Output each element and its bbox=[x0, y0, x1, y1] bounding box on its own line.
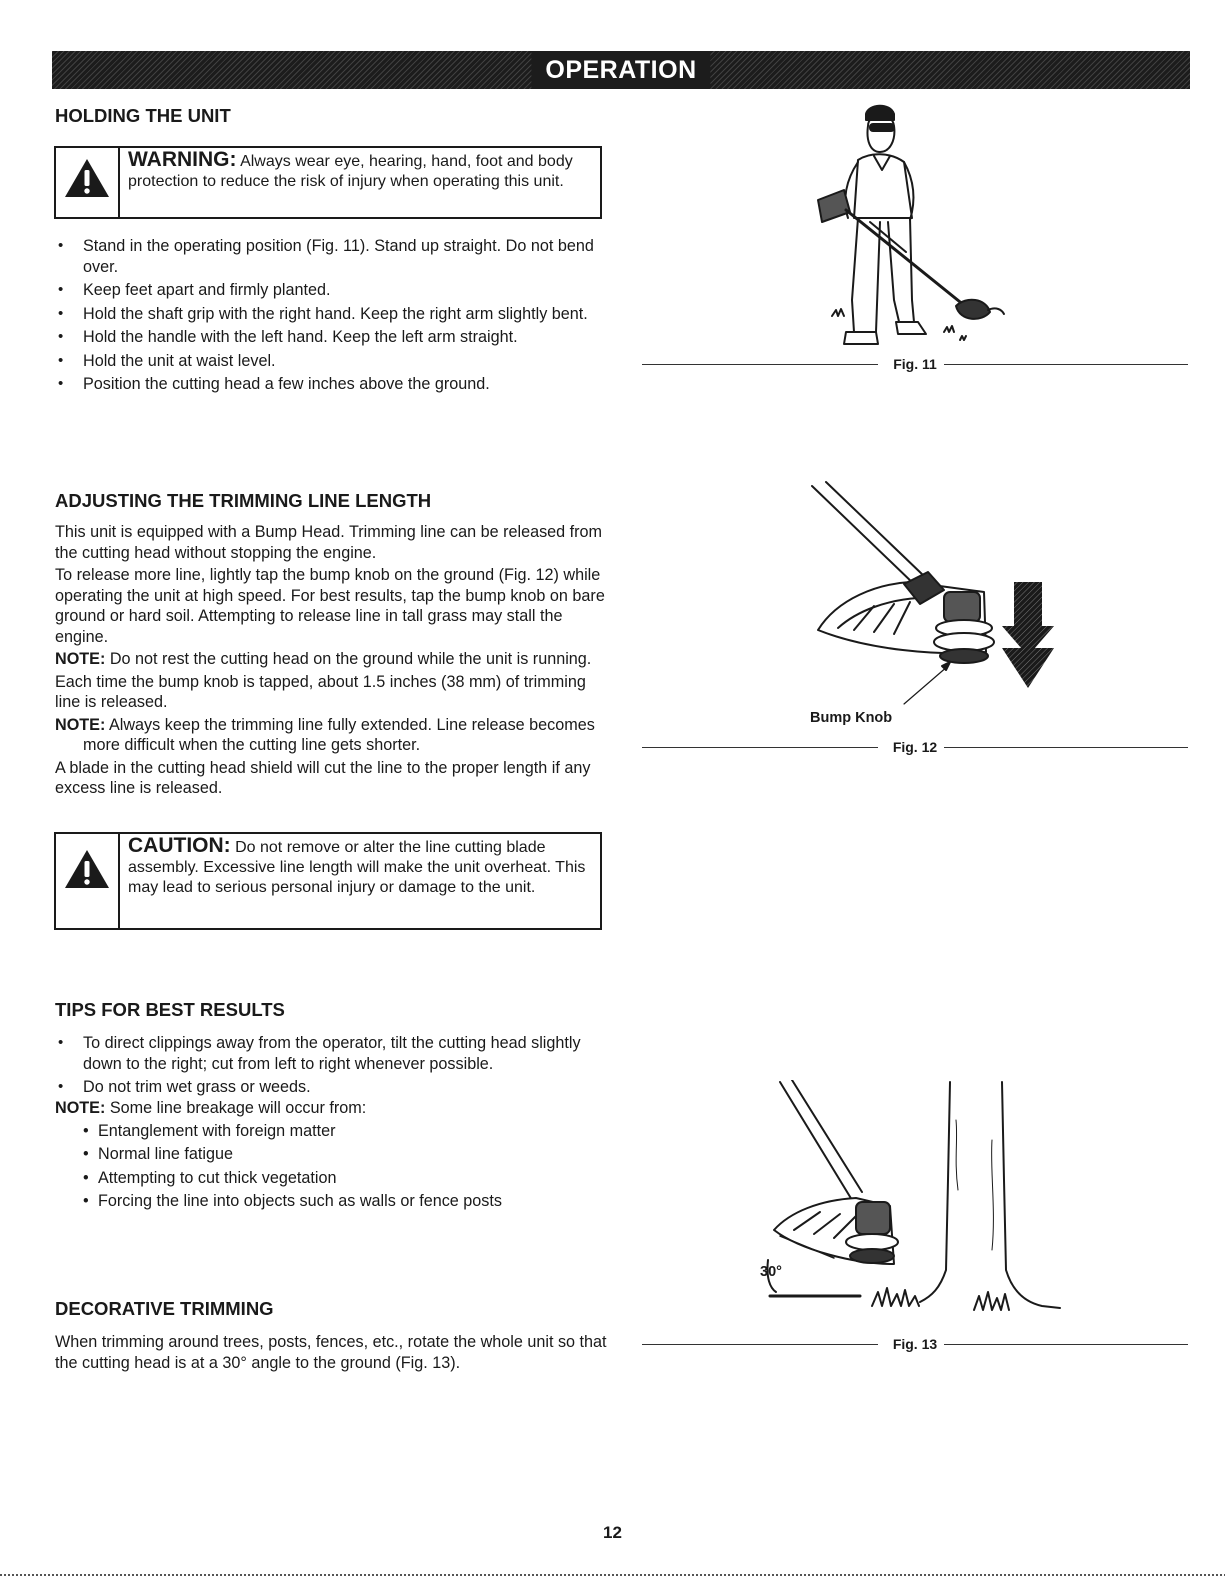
paragraph: When trimming around trees, posts, fence… bbox=[55, 1333, 607, 1372]
tips-sub-list: Entanglement with foreign matter Normal … bbox=[55, 1121, 615, 1212]
list-item: Entanglement with foreign matter bbox=[55, 1121, 615, 1142]
caution-box: CAUTION: Do not remove or alter the line… bbox=[54, 832, 602, 930]
warning-label: WARNING: bbox=[128, 148, 237, 171]
caution-triangle-icon bbox=[56, 834, 120, 928]
warning-box: WARNING: Always wear eye, hearing, hand,… bbox=[54, 146, 602, 219]
warning-message: Always wear eye, hearing, hand, foot and… bbox=[128, 153, 573, 190]
list-item: Hold the handle with the left hand. Keep… bbox=[55, 327, 615, 348]
fig-12-caption-row: Fig. 12 bbox=[642, 737, 1188, 757]
note-paragraph: NOTE: Some line breakage will occur from… bbox=[55, 1098, 615, 1119]
note-text: Some line breakage will occur from: bbox=[105, 1099, 367, 1117]
list-item: Attempting to cut thick vegetation bbox=[55, 1168, 615, 1189]
list-item: Position the cutting head a few inches a… bbox=[55, 374, 615, 395]
note-label: NOTE: bbox=[55, 650, 106, 668]
bottom-dotted-rule bbox=[0, 1574, 1225, 1576]
decorative-body: When trimming around trees, posts, fence… bbox=[55, 1332, 615, 1375]
caution-message: Do not remove or alter the line cutting … bbox=[128, 839, 586, 896]
paragraph: This unit is equipped with a Bump Head. … bbox=[55, 523, 603, 562]
page-number: 12 bbox=[603, 1523, 622, 1542]
fig-13-caption: Fig. 13 bbox=[892, 1336, 938, 1352]
caption-rule bbox=[944, 747, 1188, 748]
note-paragraph: NOTE: Always keep the trimming line full… bbox=[55, 715, 615, 756]
caption-rule bbox=[642, 747, 878, 748]
heading-holding-the-unit: HOLDING THE UNIT bbox=[55, 105, 231, 126]
warning-triangle-icon bbox=[56, 148, 120, 217]
caption-rule bbox=[642, 1344, 878, 1345]
bump-knob-label: Bump Knob bbox=[810, 710, 892, 726]
fig-12-bump-head-illustration: Bump Knob bbox=[810, 481, 1054, 726]
caption-rule bbox=[944, 1344, 1188, 1345]
fig-13-decorative-trimming-illustration: 30° bbox=[760, 1080, 1061, 1311]
note-label: NOTE: bbox=[55, 1099, 106, 1117]
caption-rule bbox=[944, 364, 1188, 365]
paragraph: To release more line, lightly tap the bu… bbox=[55, 566, 605, 646]
list-item: Forcing the line into objects such as wa… bbox=[55, 1191, 615, 1212]
list-item: Do not trim wet grass or weeds. bbox=[55, 1077, 615, 1098]
caption-rule bbox=[642, 364, 878, 365]
fig-11-caption: Fig. 11 bbox=[893, 356, 937, 372]
tips-note-block: NOTE: Some line breakage will occur from… bbox=[55, 1098, 615, 1215]
list-item: Stand in the operating position (Fig. 11… bbox=[55, 236, 615, 277]
note-label: NOTE: bbox=[55, 715, 106, 734]
tips-bullet-list: To direct clippings away from the operat… bbox=[55, 1033, 615, 1101]
banner-title: OPERATION bbox=[531, 51, 711, 89]
paragraph: Each time the bump knob is tapped, about… bbox=[55, 672, 586, 712]
holding-bullet-list: Stand in the operating position (Fig. 11… bbox=[55, 236, 615, 398]
heading-tips-best-results: TIPS FOR BEST RESULTS bbox=[55, 999, 285, 1020]
caution-text: CAUTION: Do not remove or alter the line… bbox=[128, 834, 592, 898]
note-text: Always keep the trimming line fully exte… bbox=[83, 715, 595, 755]
list-item: Normal line fatigue bbox=[55, 1144, 615, 1165]
section-banner: OPERATION bbox=[52, 51, 1190, 89]
list-item: Hold the unit at waist level. bbox=[55, 351, 615, 372]
list-item: Hold the shaft grip with the right hand.… bbox=[55, 304, 615, 325]
fig-13-caption-row: Fig. 13 bbox=[642, 1334, 1188, 1354]
heading-decorative-trimming: DECORATIVE TRIMMING bbox=[55, 1298, 274, 1319]
fig-11-operator-illustration bbox=[817, 104, 1005, 345]
paragraph: A blade in the cutting head shield will … bbox=[55, 758, 591, 798]
adjusting-body: This unit is equipped with a Bump Head. … bbox=[55, 522, 615, 801]
note-paragraph: NOTE: Do not rest the cutting head on th… bbox=[55, 649, 615, 670]
fig-11-caption-row: Fig. 11 bbox=[642, 354, 1188, 374]
heading-adjusting-line-length: ADJUSTING THE TRIMMING LINE LENGTH bbox=[55, 490, 432, 511]
fig-12-caption: Fig. 12 bbox=[892, 739, 938, 755]
note-text: Do not rest the cutting head on the grou… bbox=[105, 650, 592, 668]
list-item: To direct clippings away from the operat… bbox=[55, 1033, 615, 1074]
angle-label: 30° bbox=[760, 1264, 782, 1280]
list-item: Keep feet apart and firmly planted. bbox=[55, 280, 615, 301]
warning-text: WARNING: Always wear eye, hearing, hand,… bbox=[128, 148, 592, 192]
caution-label: CAUTION: bbox=[128, 834, 231, 857]
